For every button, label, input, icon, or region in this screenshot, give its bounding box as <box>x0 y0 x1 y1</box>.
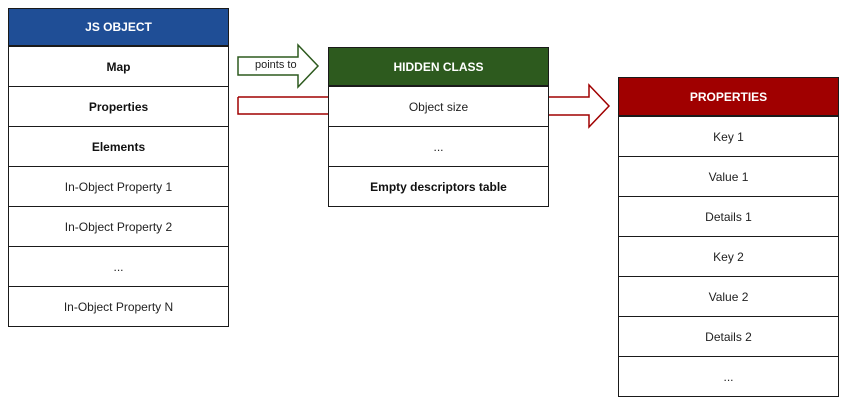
points-to-arrow <box>237 43 320 89</box>
properties-row-2: Value 1 <box>618 156 839 197</box>
js-object-header: JS OBJECT <box>8 8 229 46</box>
hidden-class-row-3: Empty descriptors table <box>328 166 549 207</box>
properties-row-4: Key 2 <box>618 236 839 277</box>
properties-pointer-arrow-head <box>549 83 611 129</box>
properties-row-7: ... <box>618 356 839 397</box>
js-object-row-6: ... <box>8 246 229 287</box>
properties-header: PROPERTIES <box>618 77 839 116</box>
js-object-row-4: In-Object Property 1 <box>8 166 229 207</box>
js-object-row-2: Properties <box>8 86 229 127</box>
js-object-row-7: In-Object Property N <box>8 286 229 327</box>
js-object-row-5: In-Object Property 2 <box>8 206 229 247</box>
points-to-label: points to <box>255 59 297 71</box>
hidden-class-table: HIDDEN CLASS Object size...Empty descrip… <box>328 47 549 208</box>
properties-row-3: Details 1 <box>618 196 839 237</box>
properties-row-6: Details 2 <box>618 316 839 357</box>
hidden-class-row-2: ... <box>328 126 549 167</box>
properties-pointer-arrow <box>237 96 328 115</box>
hidden-class-header: HIDDEN CLASS <box>328 47 549 86</box>
